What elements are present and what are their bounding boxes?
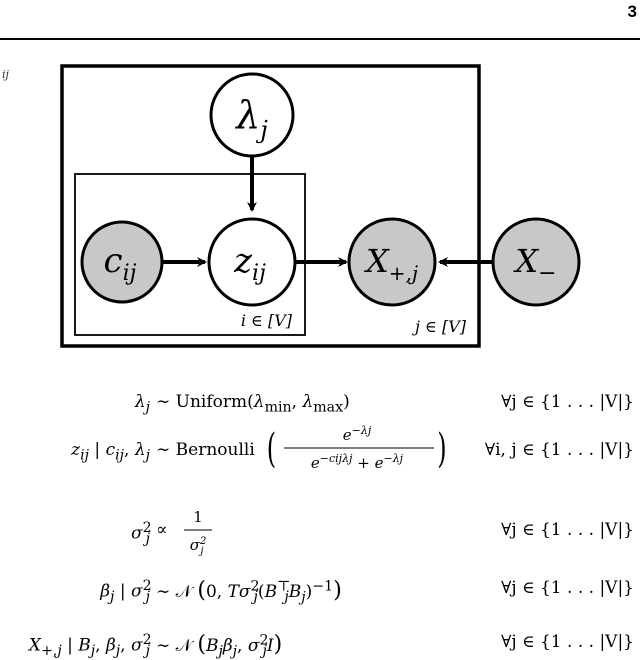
eq3-quantifier: ∀j ∈ {1 . . . |V|} (501, 520, 634, 540)
svg-text:cij: cij (104, 241, 137, 286)
page-number: 3 (627, 2, 637, 21)
node-lambda: λj (209, 72, 295, 158)
svg-text:λj: λj (234, 93, 268, 144)
node-xminus: X− (491, 217, 581, 307)
node-z: zij (207, 217, 297, 307)
svg-text:e−cijλj + e−λj: e−cijλj + e−λj (311, 452, 404, 472)
eq1-lhs: λj (134, 392, 150, 416)
node-c: cij (80, 220, 164, 304)
outer-plate-j (60, 64, 481, 348)
eq5-quantifier: ∀j ∈ {1 . . . |V|} (501, 632, 634, 652)
eq4-rhs: ∼ 𝒩 (0, Tσ2j(B⊤jBj)−1) (156, 578, 342, 606)
svg-text:σ2j: σ2j (190, 536, 207, 557)
eq5-lhs: X+,j | Bj, βj, σ2j (28, 632, 152, 660)
svg-text:): ) (437, 424, 446, 471)
eq2-fraction: ( e−λj e−cijλj + e−λj ) (267, 424, 447, 472)
eq3-lhs: σ2j (130, 520, 152, 548)
svg-text:zij: zij (233, 241, 266, 286)
margin-fragment: ij (2, 68, 9, 81)
node-xplus: X+,j (347, 217, 437, 307)
svg-text:X+,j: X+,j (363, 242, 418, 285)
eq3-rhs: ∝ (156, 520, 168, 540)
svg-text:1: 1 (193, 508, 203, 526)
eq2-rhs: ∼ Bernoulli (156, 440, 255, 460)
svg-text:e−λj: e−λj (343, 424, 372, 444)
eq5-rhs: ∼ 𝒩 (Bjβj, σ2jI) (156, 632, 283, 660)
eq4-lhs: βj | σ2j (100, 578, 152, 606)
svg-text:(: ( (267, 424, 276, 471)
eq1-rhs: ∼ Uniform(λmin, λmax) (156, 392, 350, 416)
graphical-model-diagram: λj cij zij X+,j X− i ∈ [V] j ∈ [V] (60, 64, 581, 348)
outer-plate-label: j ∈ [V] (412, 317, 467, 336)
header-rule (0, 38, 640, 40)
inner-plate-i (74, 173, 306, 336)
eq4-quantifier: ∀j ∈ {1 . . . |V|} (501, 578, 634, 598)
svg-text:X−: X− (512, 242, 556, 286)
eq2-quantifier: ∀i, j ∈ {1 . . . |V|} (484, 440, 634, 460)
eq1-quantifier: ∀j ∈ {1 . . . |V|} (501, 392, 634, 412)
eq2-lhs: zij | cij, λj (71, 440, 150, 464)
inner-plate-label: i ∈ [V] (241, 311, 293, 330)
